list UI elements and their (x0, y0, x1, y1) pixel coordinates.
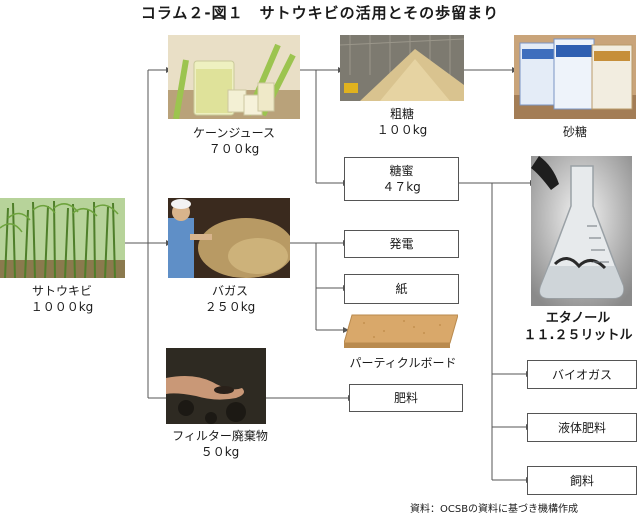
ethanol-name: エタノール (545, 311, 611, 326)
bagasse-label: バガス ２５０kg (180, 283, 280, 315)
sugarcane-photo (0, 198, 125, 278)
source-note: 資料：OCSBの資料に基づき機構作成 (410, 504, 579, 515)
cane-juice-label: ケーンジュース ７００kg (164, 125, 304, 157)
raw-sugar-label: 粗糖 １００kg (352, 106, 452, 138)
molasses-name: 糖蜜 (389, 164, 414, 178)
sugarcane-label: サトウキビ １０００kg (12, 283, 112, 315)
raw-sugar-photo (340, 35, 464, 101)
sugar-photo (514, 35, 636, 119)
sugarcane-amount: １０００kg (30, 300, 94, 314)
bagasse-amount: ２５０kg (204, 300, 256, 314)
fertilizer-name: 肥料 (393, 391, 418, 405)
particleboard-name: パーティクルボード (349, 356, 457, 370)
filter-waste-amount: ５０kg (200, 445, 240, 459)
feed-name: 飼料 (569, 473, 594, 488)
feed-box: 飼料 (527, 466, 637, 495)
cane-juice-amount: ７００kg (208, 142, 260, 156)
filter-waste-photo (166, 348, 266, 424)
fertilizer-box: 肥料 (349, 384, 463, 412)
biogas-box: バイオガス (527, 360, 637, 389)
raw-sugar-amount: １００kg (376, 123, 428, 137)
paper-name: 紙 (395, 282, 408, 296)
ethanol-label: エタノール １１.２５リットル (516, 310, 640, 344)
filter-waste-name: フィルター廃棄物 (172, 429, 268, 443)
particleboard-label: パーティクルボード (340, 355, 466, 371)
liquid-fertilizer-box: 液体肥料 (527, 413, 637, 442)
molasses-amount: ４７kg (382, 180, 421, 194)
ethanol-amount: １１.２５リットル (523, 328, 633, 343)
raw-sugar-name: 粗糖 (389, 107, 414, 121)
cane-juice-photo (168, 35, 300, 119)
molasses-box: 糖蜜 ４７kg (344, 157, 459, 201)
sugar-name: 砂糖 (562, 125, 587, 139)
paper-box: 紙 (344, 274, 459, 304)
sugarcane-name: サトウキビ (31, 284, 92, 298)
bagasse-name: バガス (211, 284, 248, 298)
particleboard-photo (344, 313, 458, 349)
page-title: コラム２-図１ サトウキビの活用とその歩留まり (140, 4, 500, 22)
liquid-fertilizer-name: 液体肥料 (557, 420, 606, 435)
cane-juice-name: ケーンジュース (193, 126, 275, 140)
ethanol-photo (531, 156, 632, 306)
power-box: 発電 (344, 230, 459, 258)
biogas-name: バイオガス (551, 367, 612, 382)
power-name: 発電 (389, 237, 414, 251)
filter-waste-label: フィルター廃棄物 ５０kg (160, 428, 280, 460)
bagasse-photo (168, 198, 290, 278)
sugar-label: 砂糖 (525, 124, 625, 140)
